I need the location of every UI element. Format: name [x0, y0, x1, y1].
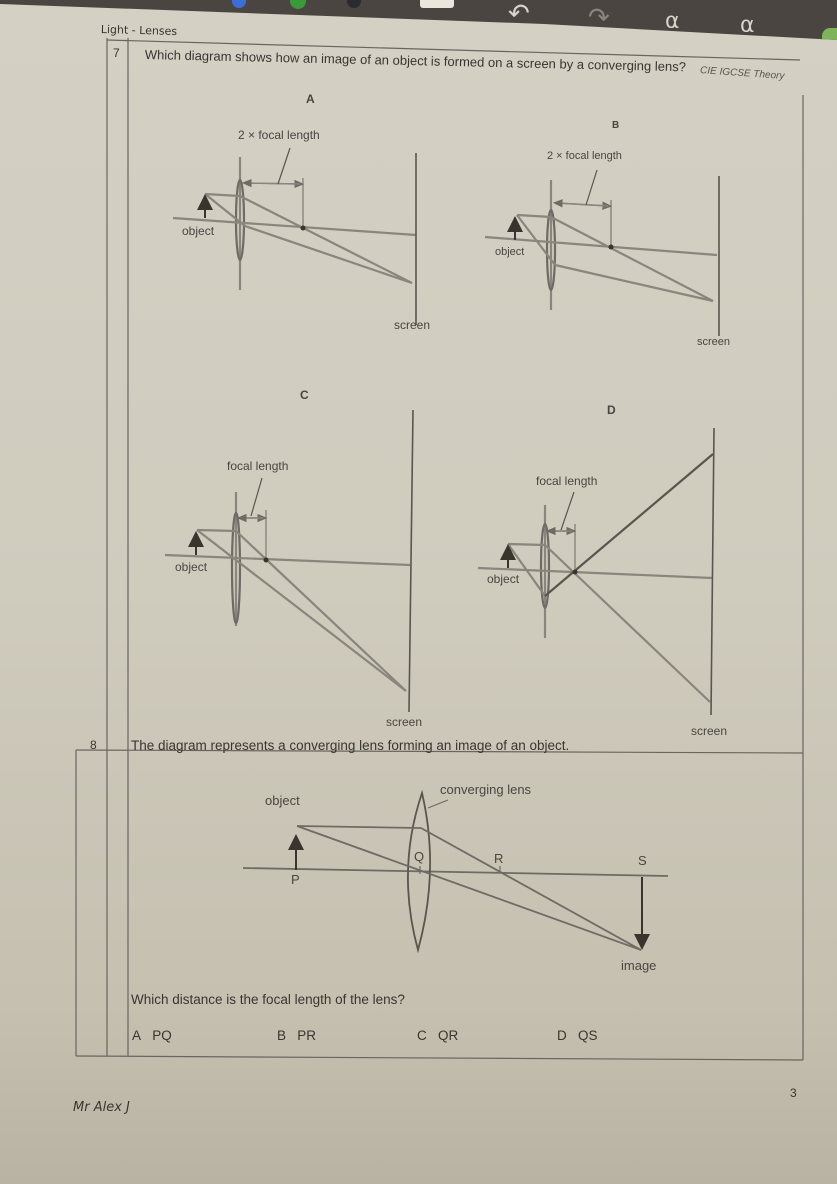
- diagram-b-screen-label: screen: [697, 336, 731, 348]
- author-name: Mr Alex J: [73, 1100, 130, 1115]
- q8-image-label: image: [621, 958, 657, 973]
- q8-diagram: [242, 789, 669, 954]
- option-a-value: PQ: [152, 1028, 172, 1043]
- question-8-number: 8: [90, 738, 97, 752]
- diagram-b-letter: B: [612, 120, 620, 131]
- green-pen-button[interactable]: [290, 0, 306, 9]
- point-r-label: R: [494, 851, 504, 866]
- option-d-value: QS: [578, 1028, 598, 1043]
- option-b[interactable]: B PR: [277, 1028, 316, 1043]
- shape-tool-2-button[interactable]: ⍺: [740, 14, 755, 36]
- diagram-c-distance-label: focal length: [227, 459, 289, 473]
- redo-button[interactable]: ↷: [588, 4, 610, 30]
- undo-button[interactable]: ↶: [508, 0, 530, 26]
- diagram-d: [477, 427, 715, 716]
- option-d-letter: D: [557, 1028, 567, 1043]
- undo-icon: ↶: [508, 0, 530, 28]
- diagram-c-screen-label: screen: [386, 715, 423, 729]
- diagram-b-distance-label: 2 × focal length: [547, 150, 622, 162]
- diagram-a-object-label: object: [182, 224, 215, 238]
- question-8-text: The diagram represents a converging lens…: [131, 738, 570, 753]
- diagram-c-letter: C: [300, 388, 309, 402]
- diagram-d-object-label: object: [487, 572, 520, 586]
- option-c-letter: C: [417, 1028, 427, 1043]
- blue-pen-button[interactable]: [232, 0, 246, 8]
- q8-lens-label: converging lens: [440, 782, 532, 797]
- diagram-d-screen-label: screen: [691, 724, 728, 738]
- shape-tool-1-button[interactable]: ⍺: [665, 10, 680, 32]
- option-b-letter: B: [277, 1028, 287, 1043]
- question-7-number: 7: [113, 46, 120, 60]
- diagram-a-distance-label: 2 × focal length: [238, 128, 320, 142]
- option-c-value: QR: [438, 1028, 459, 1043]
- diagram-d-distance-label: focal length: [536, 474, 598, 488]
- option-b-value: PR: [297, 1028, 317, 1043]
- page-number: 3: [790, 1086, 797, 1100]
- point-s-label: S: [638, 853, 647, 868]
- question-8-prompt: Which distance is the focal length of th…: [131, 992, 405, 1007]
- diagram-c-object-label: object: [175, 560, 208, 574]
- diagram-c: [164, 409, 414, 713]
- diagram-b-object-label: object: [495, 246, 525, 258]
- diagram-a-screen-label: screen: [394, 318, 431, 332]
- green-color-button[interactable]: [822, 28, 837, 40]
- black-pen-button[interactable]: [347, 0, 361, 8]
- eraser-button[interactable]: [420, 0, 454, 8]
- shape-tool-2-icon: ⍺: [740, 12, 755, 37]
- option-a-letter: A: [132, 1028, 142, 1043]
- option-a[interactable]: A PQ: [132, 1028, 172, 1043]
- diagram-d-letter: D: [607, 403, 616, 417]
- diagram-b: [484, 169, 720, 336]
- option-d[interactable]: D QS: [557, 1028, 598, 1043]
- diagram-a-letter: A: [306, 92, 315, 106]
- worksheet-topic-title: Light - Lenses: [100, 23, 178, 38]
- shape-tool-1-icon: ⍺: [665, 8, 680, 33]
- q8-object-label: object: [265, 793, 300, 808]
- redo-icon: ↷: [588, 2, 610, 32]
- option-c[interactable]: C QR: [417, 1028, 458, 1043]
- point-q-label: Q: [414, 849, 425, 864]
- point-p-label: P: [291, 872, 300, 887]
